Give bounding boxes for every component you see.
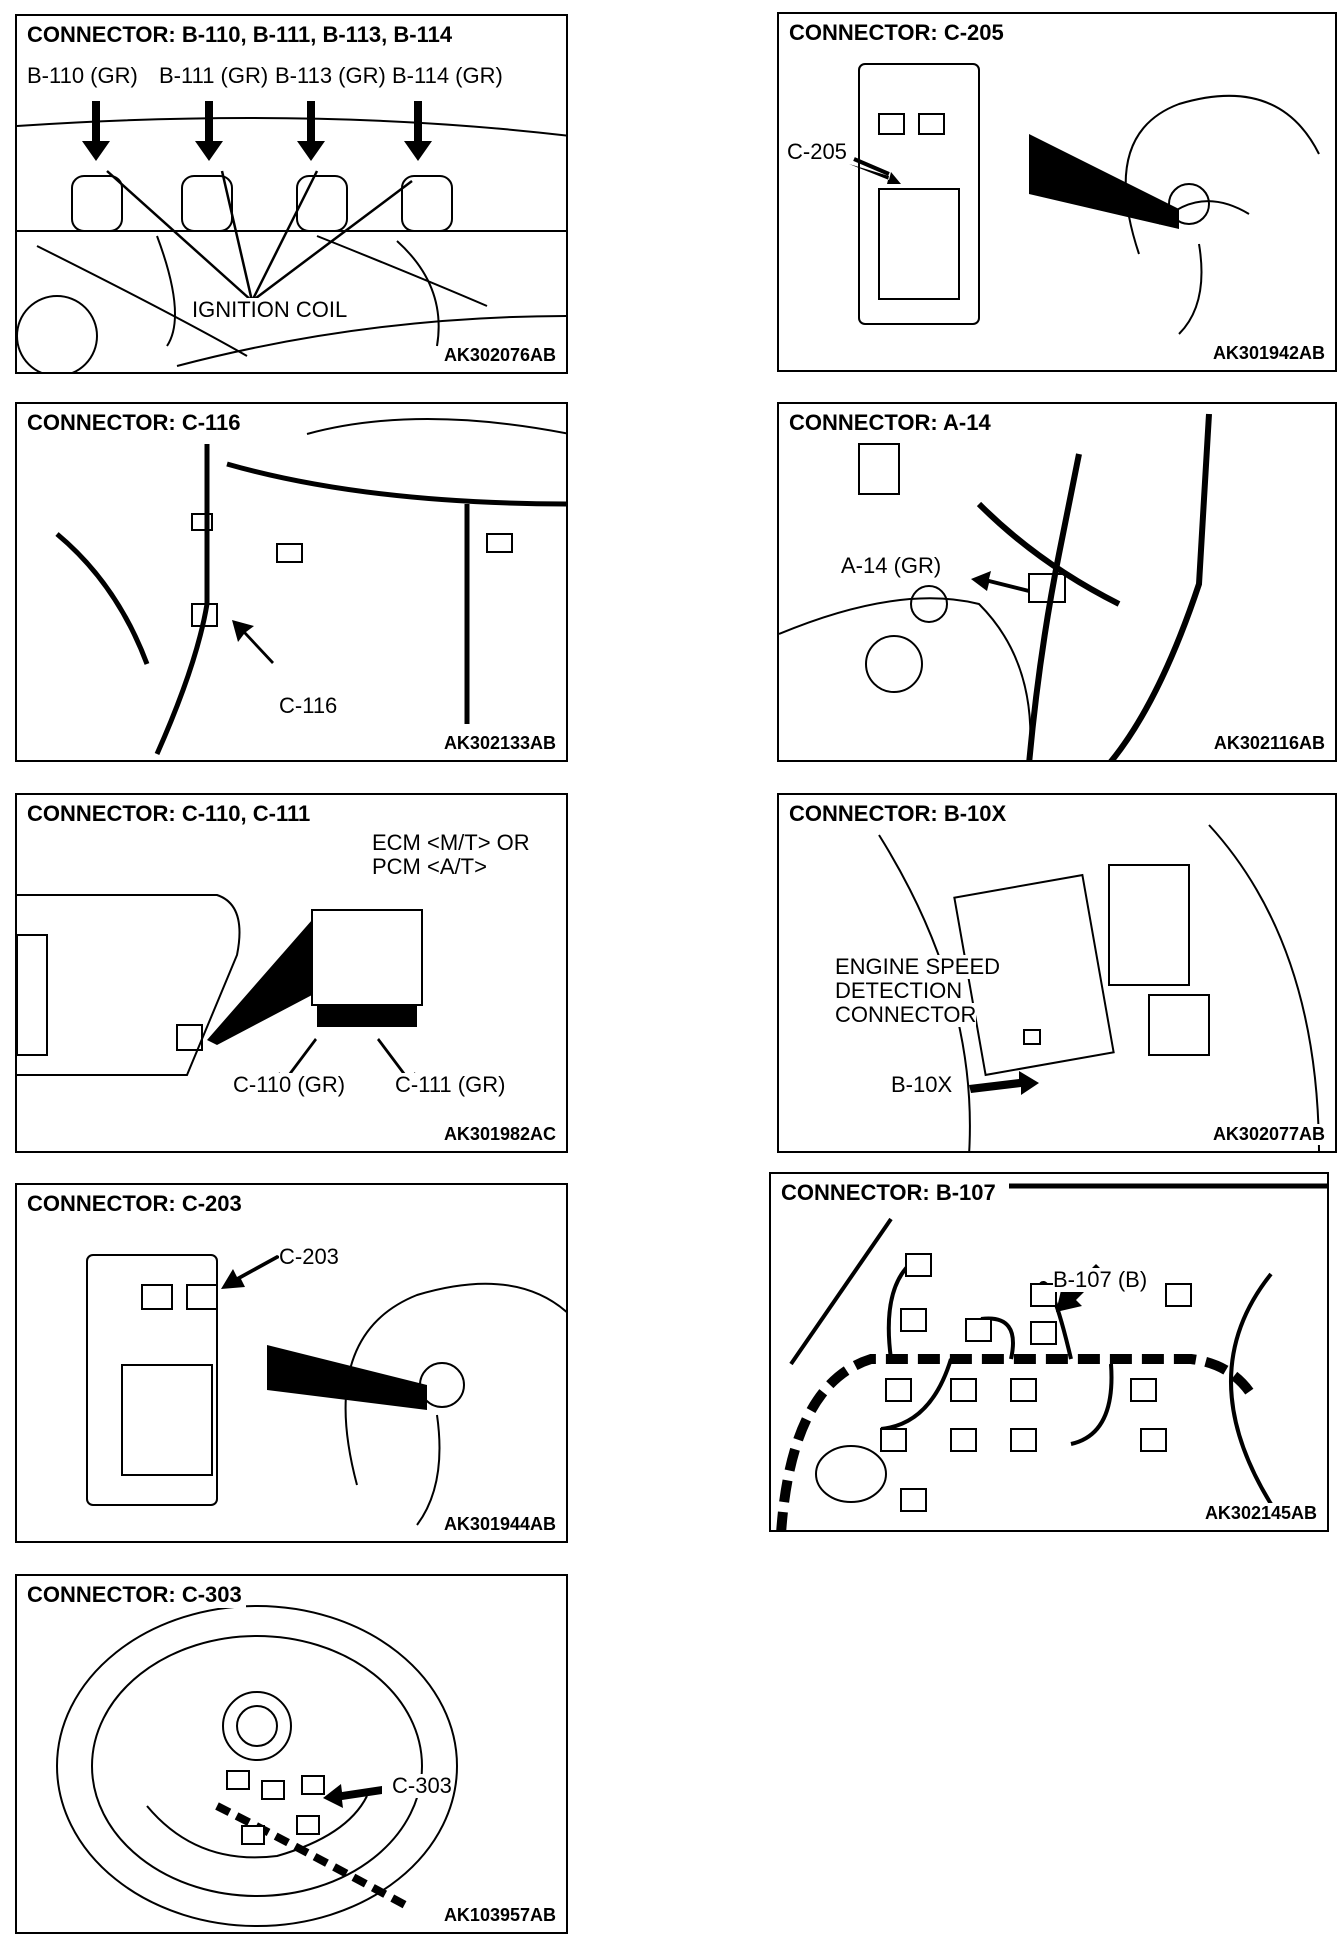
- label-pcm: PCM <A/T>: [372, 854, 487, 879]
- label-connector: CONNECTOR: [835, 1002, 977, 1027]
- figure-code: AK302116AB: [1213, 733, 1325, 754]
- label-b10x: B-10X: [891, 1072, 953, 1097]
- label-b114: B-114 (GR): [392, 63, 503, 88]
- arrow-icon: [971, 571, 1029, 593]
- label-b113: B-113 (GR): [275, 63, 386, 88]
- panel-title: CONNECTOR: C-203: [27, 1191, 246, 1217]
- panel-title: CONNECTOR: C-116: [27, 410, 245, 436]
- connector-panel-c205: CONNECTOR: C-205 C-205 AK301942AB: [777, 12, 1337, 372]
- figure-code: AK302076AB: [443, 345, 556, 366]
- label-c116: C-116: [279, 693, 338, 718]
- arrow-icon: [849, 164, 901, 184]
- engine-harness-illustration: [776, 1183, 1327, 1530]
- label-ignition-coil: IGNITION COIL: [192, 297, 348, 322]
- label-b110: B-110 (GR): [27, 63, 138, 88]
- label-c303: C-303: [392, 1773, 452, 1798]
- figure-code: AK302133AB: [443, 733, 556, 754]
- harness-illustration: [55, 418, 566, 756]
- junction-block-illustration: [849, 63, 1320, 335]
- panel-title: CONNECTOR: C-205: [789, 20, 1008, 46]
- arrow-icon: [969, 1071, 1039, 1095]
- ignition-coil-illustration: [17, 101, 566, 372]
- figure-code: AK301982AC: [443, 1124, 556, 1145]
- label-c203: C-203: [279, 1244, 339, 1269]
- connector-panel-b107: CONNECTOR: B-107 B-107 (B) AK302145AB: [769, 1172, 1329, 1532]
- junction-block-illustration: [86, 1254, 566, 1526]
- label-b111: B-111 (GR): [159, 63, 269, 88]
- panel-title: CONNECTOR: B-10X: [789, 801, 1011, 827]
- panel-title: CONNECTOR: C-303: [27, 1582, 246, 1608]
- arrow-icon: [221, 1255, 281, 1289]
- connector-panel-c303: CONNECTOR: C-303 C-303 AK103957AB: [15, 1574, 568, 1934]
- connector-panel-b110-b114: CONNECTOR: B-110, B-111, B-113, B-114 B-…: [15, 14, 568, 374]
- figure-code: AK301944AB: [443, 1514, 556, 1535]
- connector-panel-c116: CONNECTOR: C-116 C-116 AK302133AB: [15, 402, 568, 762]
- figure-code: AK302077AB: [1212, 1124, 1325, 1145]
- arrow-icon: [323, 1784, 382, 1808]
- figure-code: AK301942AB: [1212, 343, 1325, 364]
- label-a14: A-14 (GR): [841, 553, 942, 578]
- label-c110: C-110 (GR): [233, 1072, 346, 1097]
- label-ecm: ECM <M/T> OR: [372, 830, 530, 855]
- panel-title: CONNECTOR: B-107: [781, 1180, 1000, 1206]
- arrow-icon: [232, 620, 274, 664]
- figure-code: AK103957AB: [443, 1905, 556, 1926]
- panel-title: CONNECTOR: B-110, B-111, B-113, B-114: [27, 22, 457, 48]
- label-engine-speed: ENGINE SPEED: [835, 954, 1001, 979]
- panel-title: CONNECTOR: A-14: [789, 410, 995, 436]
- connector-panel-c110-c111: CONNECTOR: C-110, C-111 ECM <M/T> OR PCM…: [15, 793, 568, 1153]
- label-c205: C-205: [787, 139, 847, 164]
- engine-bay-illustration: [779, 413, 1212, 760]
- label-b107: B-107 (B): [1053, 1267, 1148, 1292]
- figure-code: AK302145AB: [1204, 1503, 1317, 1524]
- arrow-icons: [82, 101, 432, 161]
- connector-panel-a14: CONNECTOR: A-14 A-14 (GR) AK302116AB: [777, 402, 1337, 762]
- steering-column-illustration: [56, 1605, 458, 1927]
- panel-title: CONNECTOR: C-110, C-111: [27, 801, 315, 827]
- connector-panel-b10x: CONNECTOR: B-10X ENGINE SPEED DETECTION …: [777, 793, 1337, 1153]
- connector-panel-c203: CONNECTOR: C-203 C-203 AK301944AB: [15, 1183, 568, 1543]
- label-detection: DETECTION: [835, 978, 963, 1003]
- label-c111: C-111 (GR): [395, 1072, 506, 1097]
